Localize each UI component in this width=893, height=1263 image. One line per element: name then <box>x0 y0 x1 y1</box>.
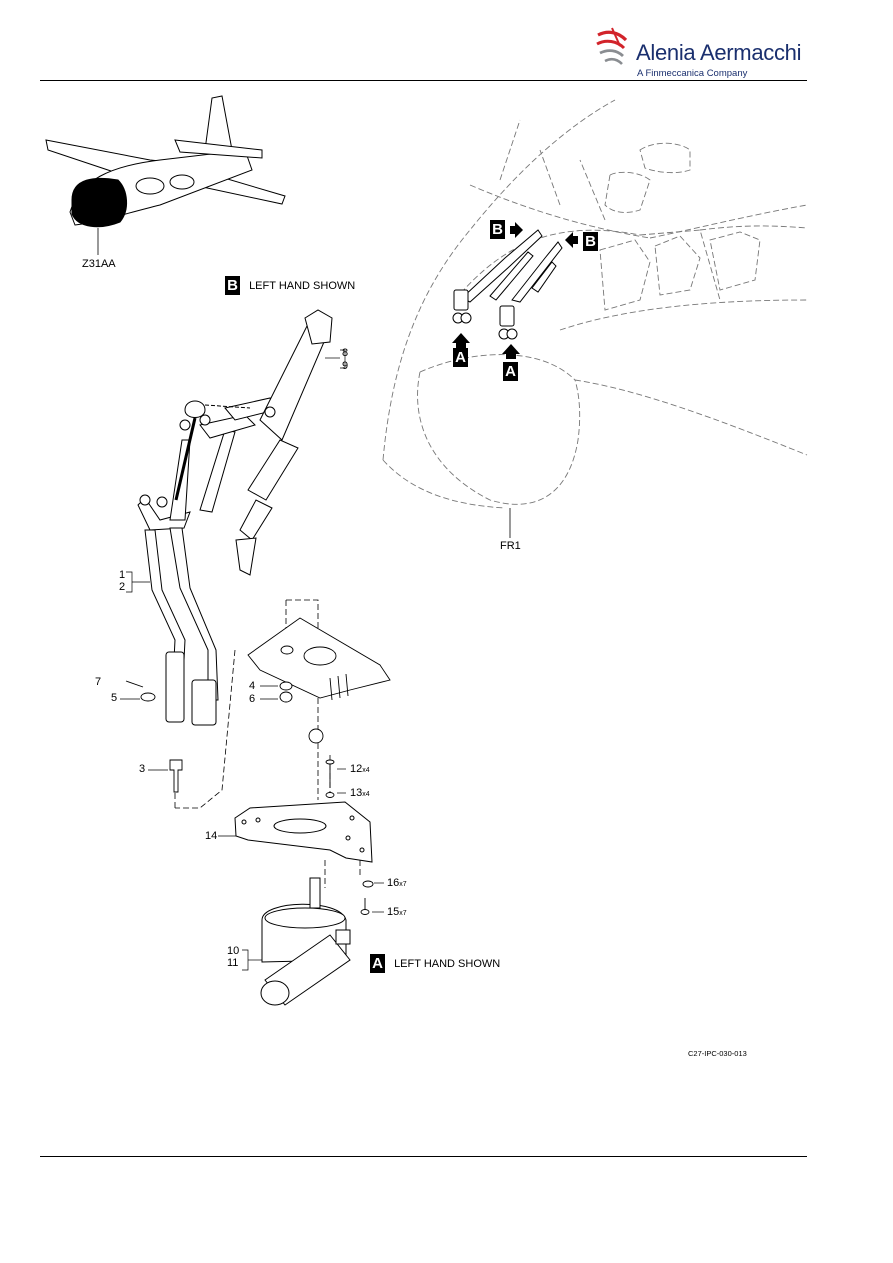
item-12: 12x4 <box>350 764 370 776</box>
view-b-box: B <box>225 276 240 295</box>
item-9: 9 <box>342 360 349 372</box>
item-14: 14 <box>205 830 218 842</box>
item-15: 15x7 <box>387 907 407 919</box>
item-6: 6 <box>249 693 256 705</box>
view-a-marker-left: A <box>453 348 468 367</box>
linkage-assembly <box>137 309 333 726</box>
item-15-number: 15 <box>387 906 400 918</box>
item-8: 8 <box>342 347 349 359</box>
brand-name: Alenia Aermacchi <box>636 40 802 65</box>
cockpit-outline <box>382 99 808 509</box>
view-b-marker-right: B <box>583 232 598 251</box>
item-13-number: 13 <box>350 787 363 799</box>
item-7: 7 <box>95 676 102 688</box>
brand-tagline: A Finmeccanica Company <box>637 68 748 79</box>
item-15-qty: x7 <box>399 910 407 917</box>
view-a-marker-right: A <box>503 362 518 381</box>
header-rule <box>40 80 807 81</box>
item-16-number: 16 <box>387 877 400 889</box>
item-1: 1 <box>119 569 126 581</box>
aircraft-locator-icon <box>45 95 286 255</box>
zone-label: Z31AA <box>82 258 116 270</box>
item-4: 4 <box>249 680 256 692</box>
item-12-qty: x4 <box>362 767 370 774</box>
pedal-assembly-overview <box>452 229 563 340</box>
figure-reference: C27-IPC-030-013 <box>688 1049 747 1058</box>
item-2: 2 <box>119 581 126 593</box>
item-5: 5 <box>111 692 118 704</box>
leader-lines <box>120 349 384 971</box>
item-13-qty: x4 <box>362 791 370 798</box>
view-b-caption-text: LEFT HAND SHOWN <box>249 279 356 292</box>
frame-label: FR1 <box>500 540 521 552</box>
item-16-qty: x7 <box>399 881 407 888</box>
item-16: 16x7 <box>387 878 407 890</box>
view-b-marker-left: B <box>490 220 505 239</box>
item-13: 13x4 <box>350 788 370 800</box>
item-11: 11 <box>227 957 239 969</box>
small-parts <box>125 680 374 915</box>
view-arrows <box>452 222 578 359</box>
actuator-unit <box>260 877 351 1006</box>
footer-rule <box>40 1156 807 1157</box>
mounting-plate <box>234 801 373 863</box>
logo-mark-icon <box>596 27 628 65</box>
frame-lines <box>174 599 361 888</box>
item-12-number: 12 <box>350 763 363 775</box>
view-a-caption-text: LEFT HAND SHOWN <box>394 957 501 970</box>
item-10: 10 <box>227 945 240 957</box>
bracket-plate-upper <box>247 617 391 701</box>
view-a-caption: A LEFT HAND SHOWN <box>370 954 500 973</box>
item-3: 3 <box>139 763 146 775</box>
view-b-caption: B LEFT HAND SHOWN <box>225 276 355 295</box>
view-a-box: A <box>370 954 385 973</box>
